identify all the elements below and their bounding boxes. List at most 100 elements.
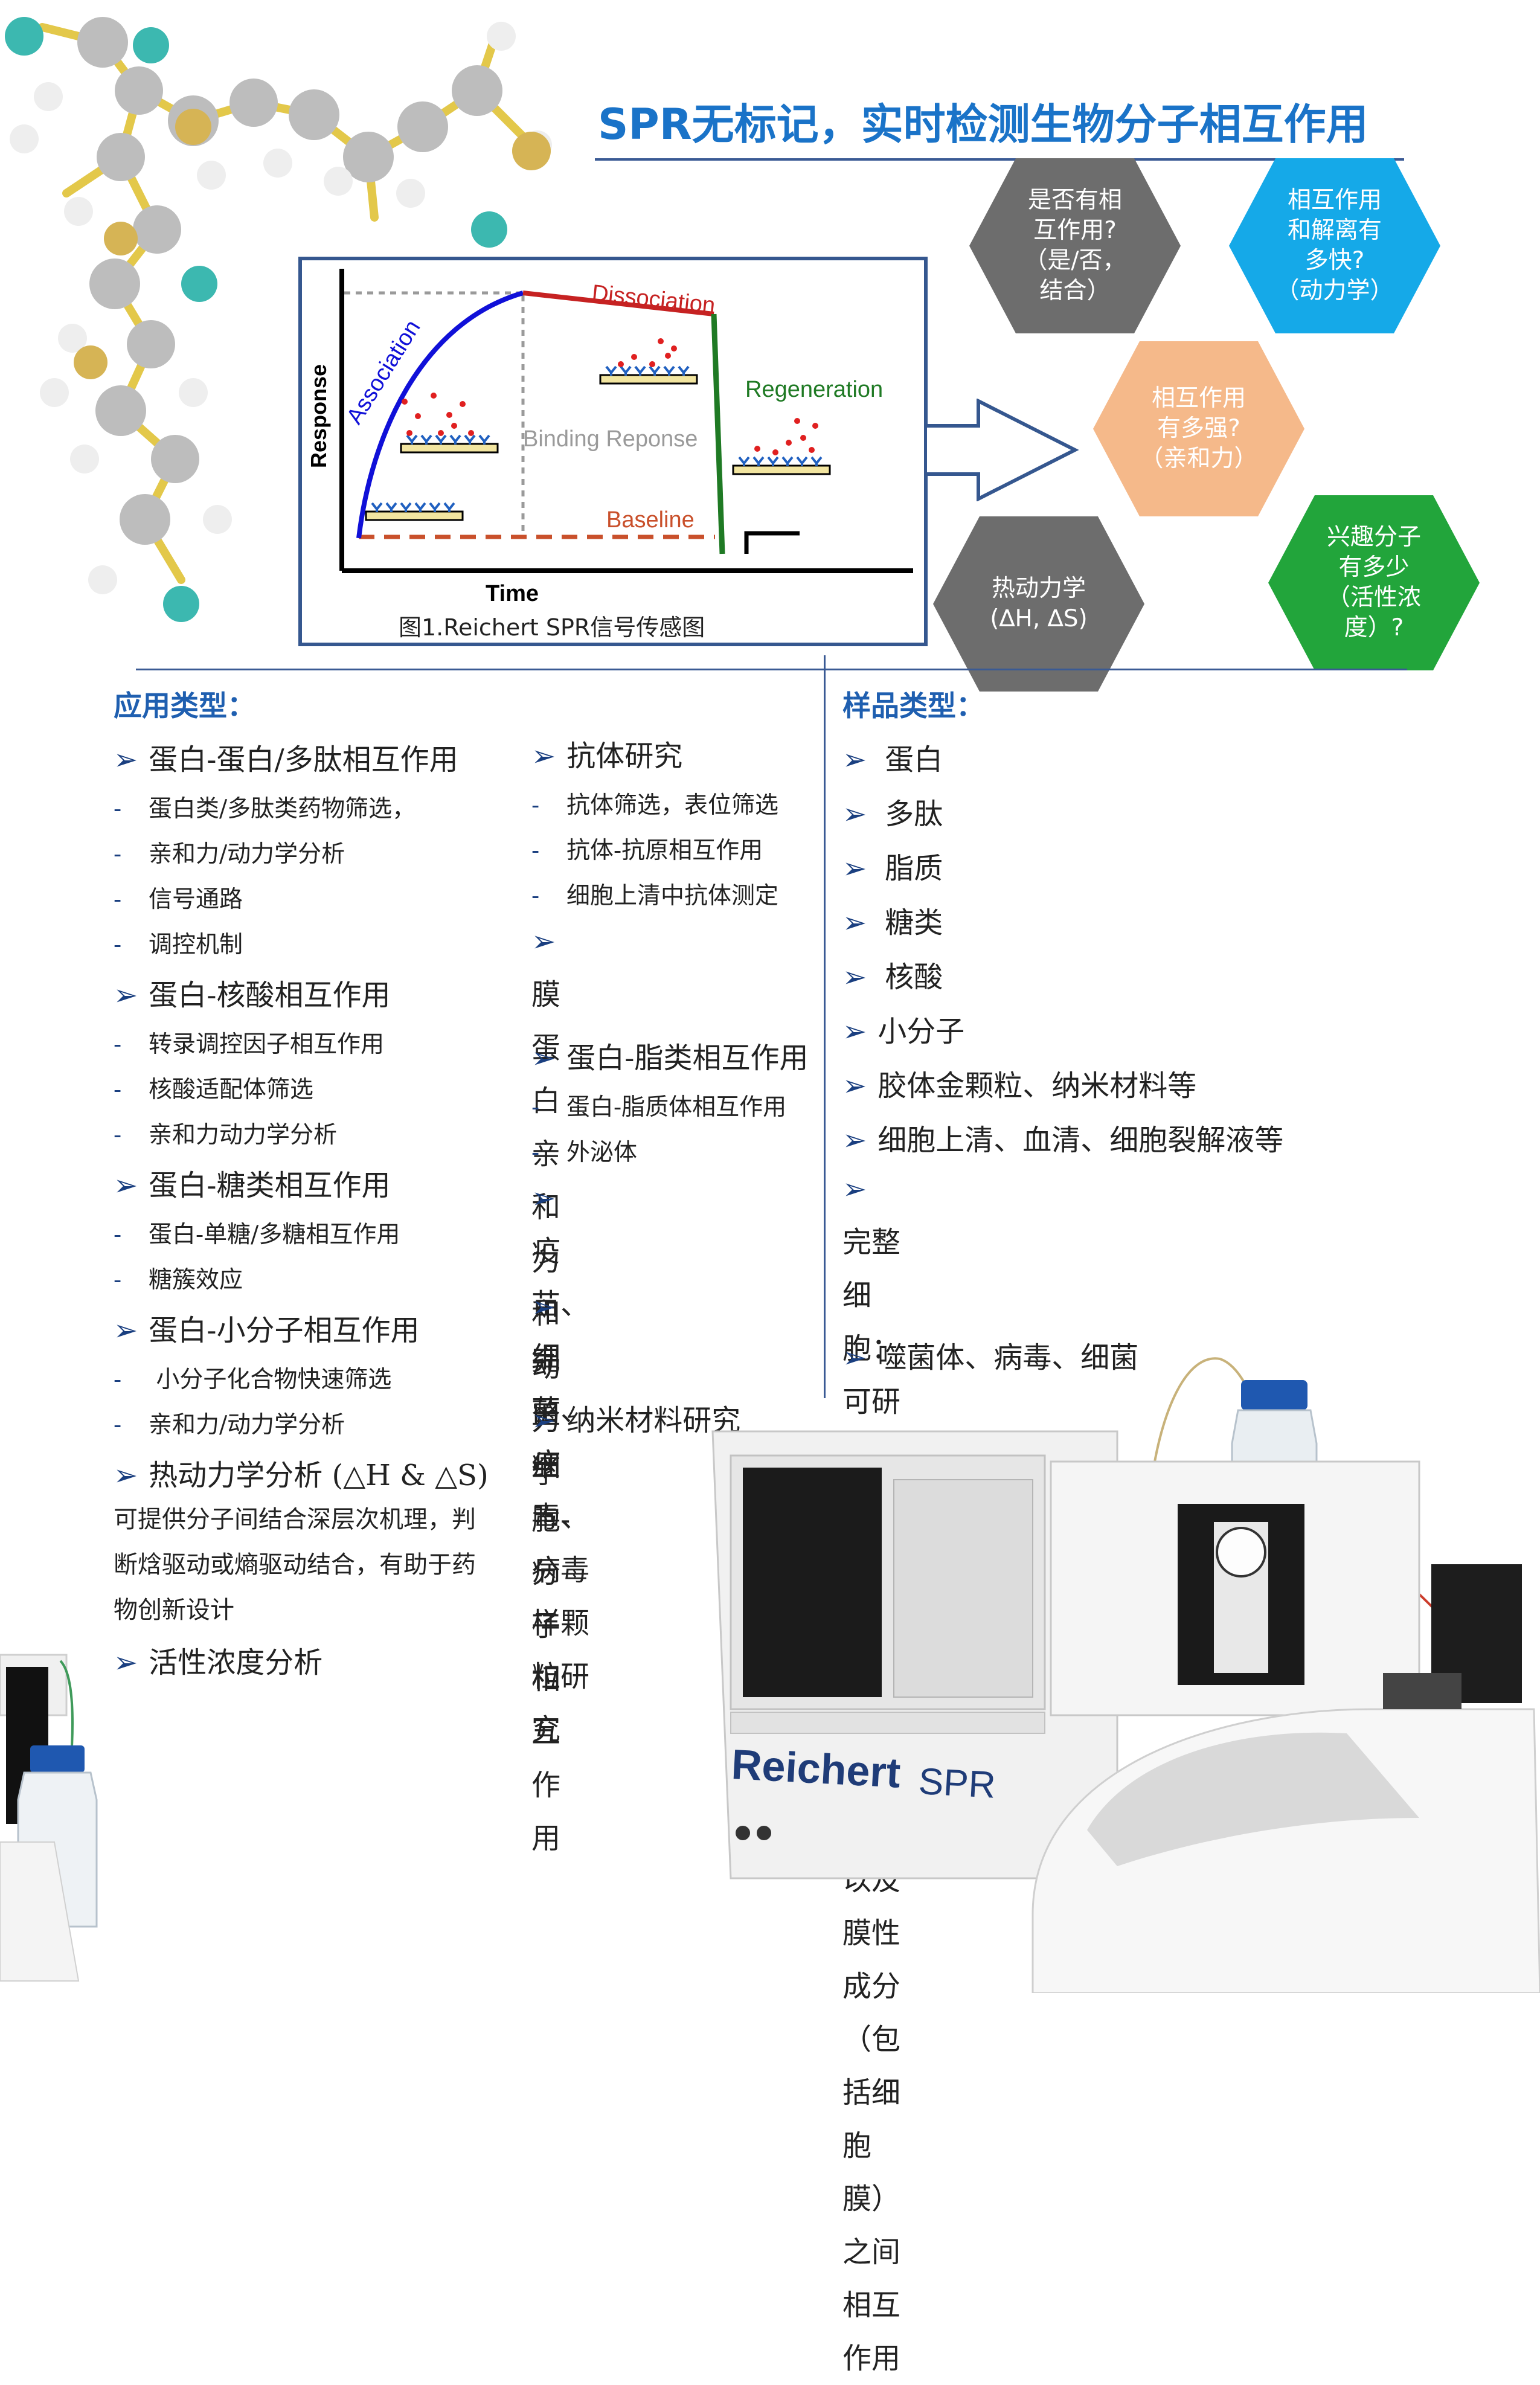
hexagon-thermodynamics: 热动力学 (∆H, ∆S) <box>933 516 1144 692</box>
list-item: -蛋白-脂质体相互作用 <box>531 1094 787 1121</box>
list-item: ➢蛋白-糖类相互作用 <box>114 1169 391 1202</box>
instrument-model: SPR <box>917 1761 996 1806</box>
arrow-bullet-icon: ➢ <box>114 1646 138 1680</box>
list-item: -抗体-抗原相互作用 <box>531 837 763 864</box>
hexagon-concentration-text: 兴趣分子 有多少 （活性浓 度）? <box>1326 524 1421 641</box>
dash-bullet-icon: - <box>114 886 122 913</box>
hexagon-concentration: 兴趣分子 有多少 （活性浓 度）? <box>1268 495 1480 670</box>
arrow-bullet-icon: ➢ <box>114 978 138 1012</box>
section-divider <box>136 669 1407 670</box>
y-axis-label: Response <box>306 364 331 468</box>
sensor-surface-3 <box>599 338 698 385</box>
dash-bullet-icon: - <box>114 1031 122 1058</box>
dash-bullet-icon: - <box>114 841 122 868</box>
arrow-bullet-icon: ➢ <box>531 739 556 773</box>
list-item: ➢蛋白-核酸相互作用 <box>114 978 391 1012</box>
arrow-bullet-icon: ➢ <box>842 906 867 940</box>
list-item: ➢蛋白-小分子相互作用 <box>114 1314 420 1347</box>
list-item: -糖簇效应 <box>114 1266 243 1294</box>
list-item: -蛋白-单糖/多糖相互作用 <box>114 1221 400 1248</box>
hexagon-kinetics: 相互作用 和解离有 多快? （动力学） <box>1229 158 1440 333</box>
title-underline <box>595 158 1404 161</box>
sensor-surface-4 <box>732 418 831 475</box>
instrument-fragment-photo <box>0 1654 98 1982</box>
post-regeneration-line <box>744 531 800 554</box>
dash-bullet-icon: - <box>531 882 540 910</box>
list-item: ➢热动力学分析 (△H & △S) <box>114 1459 489 1492</box>
list-item: ➢小分子 <box>842 1015 965 1048</box>
paragraph-line: 可提供分子间结合深层次机理，判 <box>114 1506 476 1533</box>
list-item: ➢核酸 <box>842 960 943 994</box>
page-title: SPR无标记，实时检测生物分子相互作用 <box>598 100 1368 149</box>
arrow-bullet-icon: ➢ <box>114 1459 138 1492</box>
hexagon-affinity: 相互作用 有多强? （亲和力） <box>1093 341 1304 516</box>
list-item: - 小分子化合物快速筛选 <box>114 1366 392 1393</box>
arrow-bullet-icon: ➢ <box>531 925 556 958</box>
paragraph-line: 断焓驱动或熵驱动结合，有助于药 <box>114 1551 476 1579</box>
hexagon-interaction: 是否有相 互作用? （是/否， 结合） <box>969 158 1181 333</box>
list-item: ➢胶体金颗粒、纳米材料等 <box>842 1069 1197 1103</box>
sensorgram-figure: Association Dissociation Regeneration Bi… <box>306 269 913 606</box>
hexagon-kinetics-text: 相互作用 和解离有 多快? （动力学） <box>1275 187 1394 304</box>
list-item: ➢疫苗、细菌、病毒、 病毒样颗粒研究 <box>531 1181 590 1747</box>
spr-instrument-photo: Reichert SPR <box>711 1357 1540 1993</box>
arrow-bullet-icon: ➢ <box>114 743 138 777</box>
dash-bullet-icon: - <box>531 1139 540 1166</box>
dash-bullet-icon: - <box>114 1411 122 1439</box>
arrow-bullet-icon: ➢ <box>842 1172 867 1206</box>
binding-response-label: Binding Reponse <box>523 426 698 452</box>
arrow-bullet-icon: ➢ <box>842 1341 867 1375</box>
list-item: ➢膜蛋白亲和力和动 力学 <box>531 925 561 1490</box>
dash-bullet-icon: - <box>114 1076 122 1103</box>
arrow-bullet-icon: ➢ <box>531 1181 556 1215</box>
arrow-bullet-icon: ➢ <box>114 1169 138 1202</box>
arrow-bullet-icon: ➢ <box>842 743 867 777</box>
dash-bullet-icon: - <box>114 1221 122 1248</box>
arrow-bullet-icon: ➢ <box>842 1069 867 1103</box>
dash-bullet-icon: - <box>114 1266 122 1294</box>
list-item: ➢细胞上清、血清、细胞裂解液等 <box>842 1123 1284 1157</box>
list-item: -信号通路 <box>114 886 243 913</box>
arrow-bullet-icon: ➢ <box>842 1015 867 1048</box>
regeneration-label: Regeneration <box>745 377 883 402</box>
arrow-bullet-icon: ➢ <box>531 1290 556 1324</box>
x-axis-label: Time <box>486 581 539 606</box>
hexagon-affinity-text: 相互作用 有多强? （亲和力） <box>1140 385 1258 472</box>
arrow-bullet-icon: ➢ <box>114 1314 138 1347</box>
list-item: -抗体筛选，表位筛选 <box>531 792 779 819</box>
list-item: ➢脂质 <box>842 852 943 885</box>
list-item: ➢蛋白-脂类相互作用 <box>531 1041 809 1075</box>
dissociation-line <box>522 291 714 316</box>
dash-bullet-icon: - <box>114 795 122 823</box>
list-item: ➢多肽 <box>842 797 943 831</box>
list-item: -外泌体 <box>531 1139 638 1166</box>
association-label: Association <box>342 316 426 429</box>
arrow-bullet-icon: ➢ <box>842 797 867 831</box>
list-item: ➢抗体研究 <box>531 739 683 773</box>
paragraph-line: 物创新设计 <box>114 1596 234 1624</box>
arrow-bullet-icon: ➢ <box>842 960 867 994</box>
sample-heading: 样品类型： <box>842 690 984 723</box>
list-item: -调控机制 <box>114 931 243 958</box>
list-item: -转录调控因子相互作用 <box>114 1031 385 1058</box>
dash-bullet-icon: - <box>531 837 540 864</box>
dash-bullet-icon: - <box>531 792 540 819</box>
list-item: ➢蛋白 <box>842 743 943 777</box>
column-divider <box>824 655 826 1398</box>
application-heading: 应用类型： <box>114 690 255 723</box>
list-item: ➢完整细胞-分子相互 作用 <box>531 1290 571 1855</box>
arrow-bullet-icon: ➢ <box>531 1404 556 1437</box>
list-item: -亲和力/动力学分析 <box>114 1411 345 1439</box>
regeneration-line <box>711 313 725 554</box>
association-curve <box>356 291 524 539</box>
arrow-bullet-icon: ➢ <box>531 1041 556 1075</box>
list-item: ➢蛋白-蛋白/多肽相互作用 <box>114 743 458 777</box>
arrow-bullet-icon: ➢ <box>842 852 867 885</box>
list-item: ➢活性浓度分析 <box>114 1646 323 1680</box>
list-item: -细胞上清中抗体测定 <box>531 882 779 910</box>
dash-bullet-icon: - <box>114 1122 122 1149</box>
list-item: -亲和力动力学分析 <box>114 1122 338 1149</box>
dash-bullet-icon: - <box>531 1094 540 1121</box>
baseline-label: Baseline <box>606 507 695 533</box>
instrument-brand: Reichert <box>730 1741 902 1797</box>
